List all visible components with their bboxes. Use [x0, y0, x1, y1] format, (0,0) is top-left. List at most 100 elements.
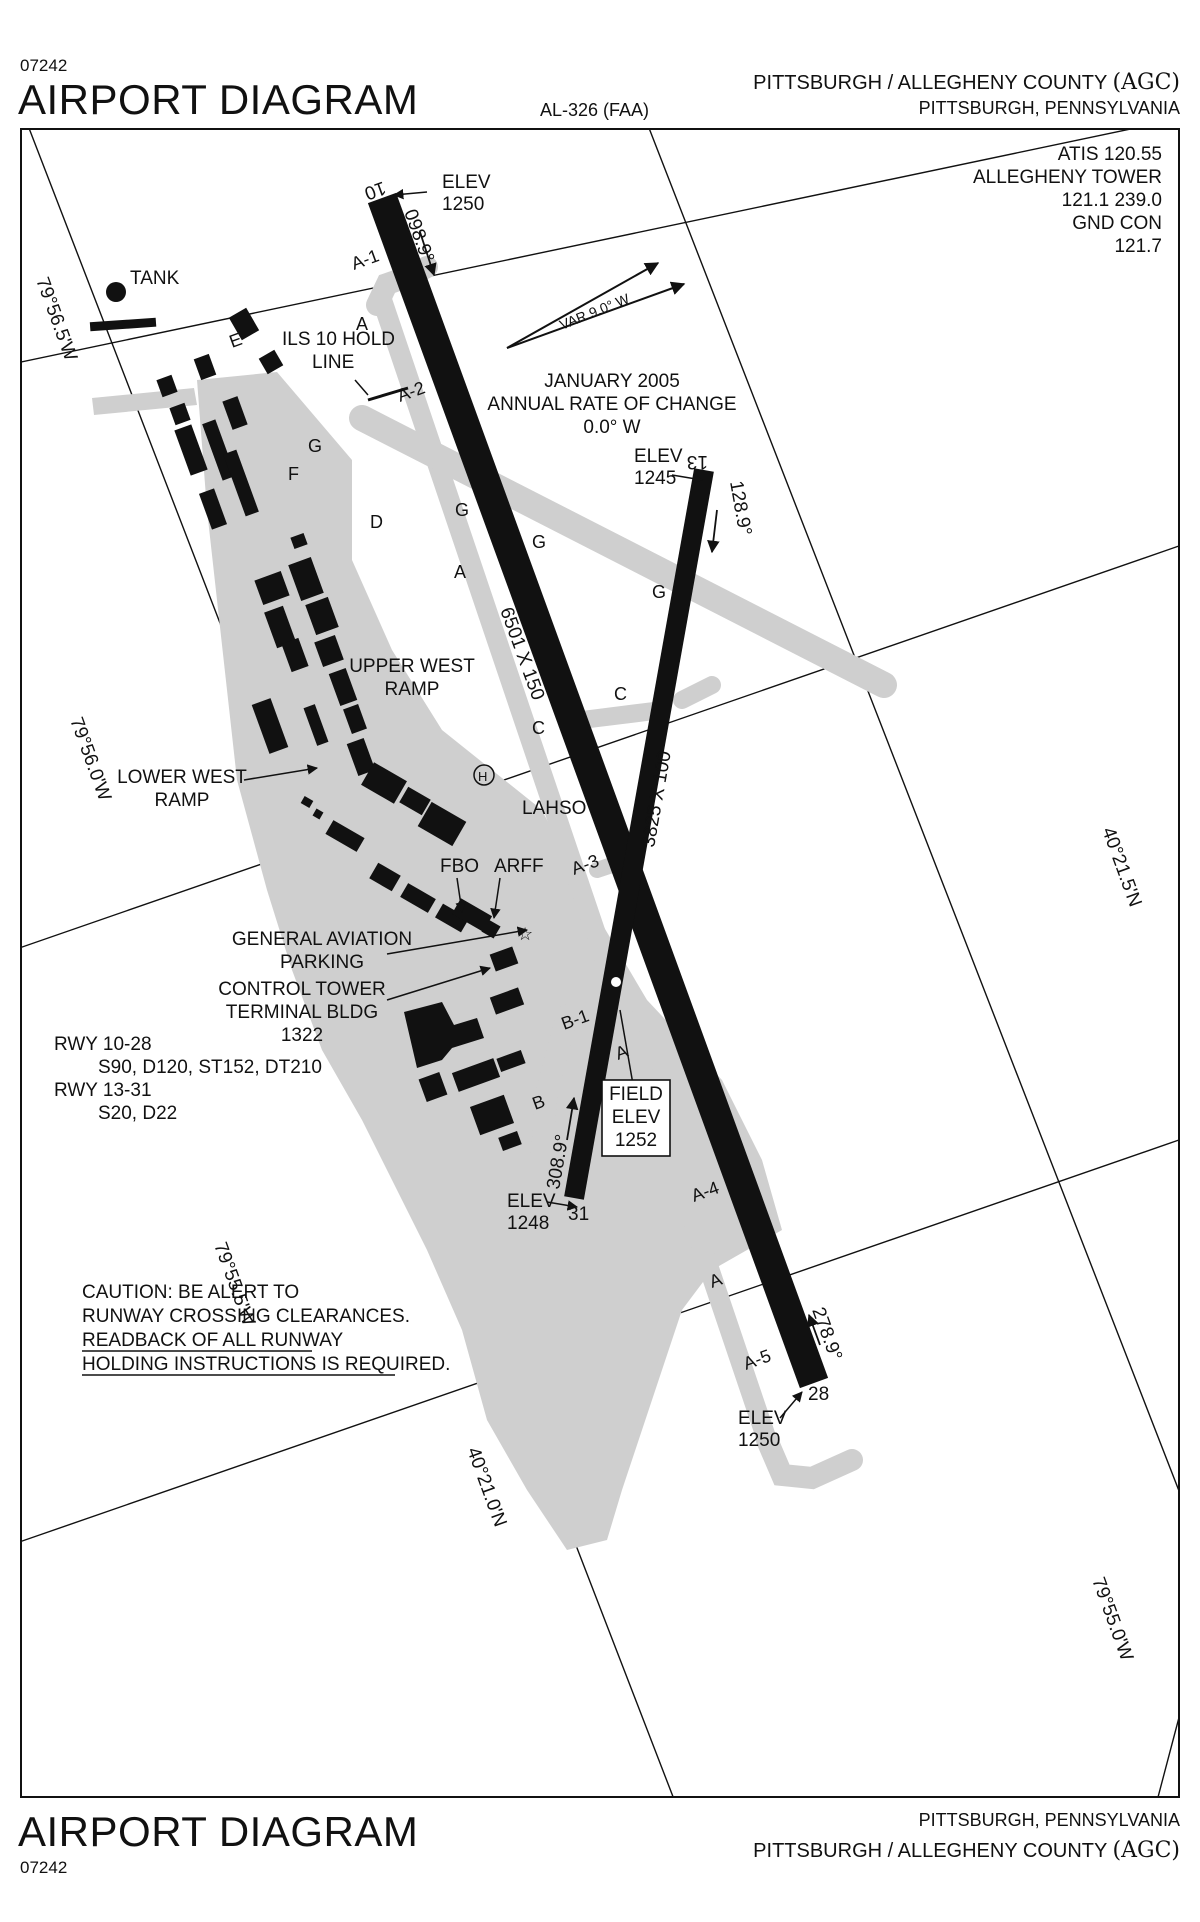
tank-taxiway: [92, 388, 197, 415]
field-elev-box: [601, 1079, 671, 1157]
building: [258, 349, 284, 375]
taxiway-label-g: G: [532, 532, 546, 552]
building: [281, 637, 309, 673]
leader-ils-hold: [354, 379, 369, 396]
field-elev-label-1: FIELD: [609, 1084, 663, 1105]
rwy13-heading-arrow: [707, 509, 720, 554]
taxiway-label-d: D: [370, 512, 383, 532]
leader-elev-13: [671, 473, 704, 484]
building: [325, 820, 365, 852]
leader-field-elev: [619, 1009, 635, 1091]
rwy13-heading: 128.9°: [725, 479, 755, 537]
lower-west-ramp-label-2: RAMP: [155, 790, 210, 811]
ils-hold-label-1: ILS 10 HOLD: [282, 329, 395, 350]
rwy13-elev-label: ELEV: [634, 446, 683, 467]
building-hangar-complex: [404, 1002, 484, 1068]
page-title: AIRPORT DIAGRAM: [18, 76, 419, 123]
long-line: [1157, 1718, 1178, 1796]
star-icon: ☆: [517, 924, 533, 944]
lon-label-1: 79°56.5'W: [31, 275, 81, 364]
gnd-name: GND CON: [1072, 213, 1162, 234]
rwy13-number: 13: [687, 451, 708, 472]
building: [198, 488, 228, 530]
gnd-freq: 121.7: [1114, 236, 1162, 257]
rwy31-heading-arrow: [565, 1096, 579, 1141]
footer-chart-number: 07242: [20, 1858, 68, 1877]
rwy28-number: 28: [808, 1384, 829, 1405]
heliport-circle: [473, 764, 495, 786]
building: [399, 786, 431, 816]
caution-line-3: READBACK OF ALL RUNWAY: [82, 1330, 343, 1351]
rwy31-elev: 1248: [507, 1213, 549, 1234]
taxiway-label-a1: A-1: [349, 245, 382, 273]
arff-label: ARFF: [494, 856, 544, 877]
footer-title: AIRPORT DIAGRAM: [18, 1808, 419, 1855]
building: [300, 796, 314, 808]
lahso-label: LAHSO: [522, 798, 586, 819]
building: [328, 667, 358, 707]
atis-freq: ATIS 120.55: [1058, 144, 1162, 165]
magvar-rate: 0.0° W: [583, 417, 640, 438]
building: [223, 449, 259, 517]
airport-name-header: PITTSBURGH / ALLEGHENY COUNTY (AGC): [753, 70, 1180, 95]
caution-line-2: RUNWAY CROSSING CLEARANCES.: [82, 1306, 410, 1327]
lat-line: [22, 130, 1130, 363]
rwy-data-line-3: RWY 13-31: [54, 1080, 152, 1101]
building: [369, 862, 401, 892]
control-tower-label-2: TERMINAL BLDG: [226, 1002, 378, 1023]
building: [251, 698, 289, 754]
rwy28-elev-label: ELEV: [738, 1408, 787, 1429]
building: [254, 570, 290, 606]
taxiway-label-c: C: [614, 684, 627, 704]
building: [193, 353, 217, 381]
fbo-label: FBO: [440, 856, 479, 877]
chart-number: 07242: [20, 56, 68, 75]
rwy31-elev-label: ELEV: [507, 1191, 556, 1212]
chart-id: AL-326 (FAA): [540, 100, 650, 120]
building: [418, 1071, 448, 1103]
buildings: [106, 282, 526, 1151]
building: [435, 903, 469, 933]
upper-west-ramp-label-1: UPPER WEST: [349, 656, 475, 677]
rwy10-elev: 1250: [442, 194, 484, 215]
magvar-label: VAR 9.0° W: [557, 290, 632, 333]
building: [496, 1049, 526, 1073]
rwy-data-line-2: S90, D120, ST152, DT210: [98, 1057, 322, 1078]
leader-control-tower: [386, 965, 492, 1001]
tank-label: TANK: [130, 268, 180, 289]
magvar-rate-label: ANNUAL RATE OF CHANGE: [487, 394, 736, 415]
building-arff: [481, 919, 501, 939]
building: [305, 596, 339, 636]
taxiway-g: [349, 405, 897, 698]
runway-intersection-dot: [611, 977, 621, 987]
taxiway-label-g: G: [455, 500, 469, 520]
tower-freqs: 121.1 239.0: [1062, 190, 1162, 211]
comm-frequencies: ATIS 120.55 ALLEGHENY TOWER 121.1 239.0 …: [973, 144, 1162, 257]
building: [303, 704, 329, 746]
runway-13-31: [564, 468, 714, 1200]
building: [451, 1058, 501, 1092]
ils-hold-line-marking: [367, 386, 409, 402]
building: [156, 374, 178, 398]
tank-runoff-bar: [89, 317, 157, 332]
building: [498, 1131, 522, 1151]
building: [361, 762, 407, 804]
rwy13-elev: 1245: [634, 468, 676, 489]
building: [228, 307, 260, 341]
building: [290, 532, 308, 550]
taxiway-label-c: C: [532, 718, 545, 738]
tank-symbol: [106, 282, 126, 302]
rwy28-heading-arrow: [806, 1313, 821, 1346]
runway-10-28: [367, 192, 829, 1389]
heliport-label: H: [478, 769, 487, 784]
lon-label-2: 79°56.0'W: [65, 715, 115, 804]
ga-parking-label-1: GENERAL AVIATION: [232, 929, 412, 950]
footer-airport-ident: (AGC): [1112, 1838, 1180, 1863]
leader-lower-west: [243, 764, 319, 781]
west-ramp-area: [197, 372, 782, 1550]
rwy-data-line-1: RWY 10-28: [54, 1034, 152, 1055]
diagram-frame: ☆ H FIELD ELEV 1252 ATIS 120.55 ALLEGHEN…: [20, 128, 1180, 1798]
leader-arff: [490, 877, 501, 920]
airport-diagram-svg: ☆ H FIELD ELEV 1252 ATIS 120.55 ALLEGHEN…: [22, 130, 1178, 1796]
long-line: [649, 130, 1178, 1491]
